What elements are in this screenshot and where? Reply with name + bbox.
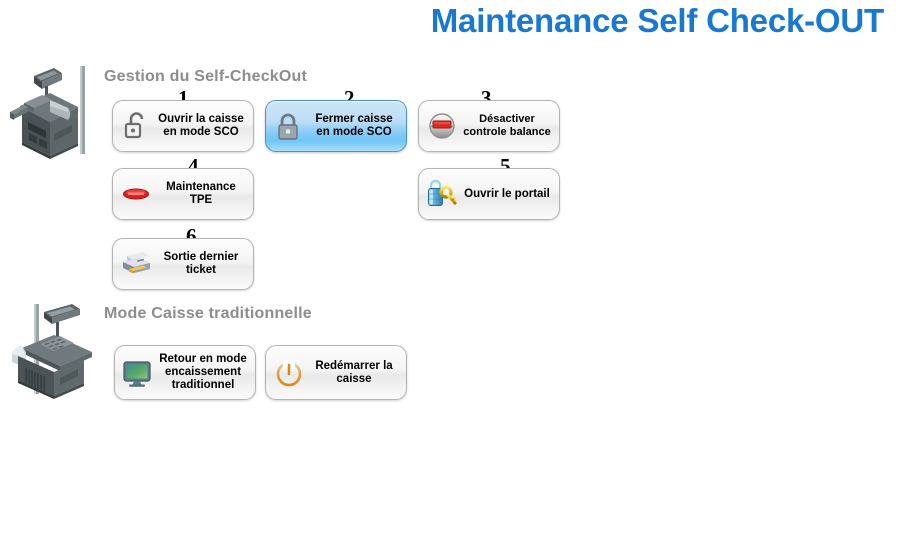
maintenance-tpe-label: Maintenance TPE (166, 181, 236, 206)
maintenance-tpe-button[interactable]: Maintenance TPE (112, 168, 254, 220)
step-number-6: 6 (186, 224, 197, 248)
section-heading-self-checkout: Gestion du Self-CheckOut (104, 68, 308, 85)
return-to-traditional-mode-label: Retour en mode encaissement traditionnel (159, 353, 247, 391)
open-register-sco-button[interactable]: Ouvrir la caisse en mode SCO (112, 100, 254, 152)
step-number-5: 5 (500, 154, 511, 178)
card-reader-icon (118, 176, 154, 212)
self-checkout-kiosk-illustration (6, 62, 98, 165)
restart-register-button[interactable]: Redémarrer la caisse (265, 345, 407, 400)
padlock-open-icon (118, 108, 154, 144)
padlock-closed-icon (271, 108, 307, 144)
open-register-sco-label: Ouvrir la caisse en mode SCO (158, 113, 244, 138)
printer-icon (118, 246, 154, 282)
open-portal-button[interactable]: Ouvrir le portail (418, 168, 560, 220)
traditional-checkout-counter-illustration (6, 300, 98, 405)
close-register-sco-button[interactable]: Fermer caisse en mode SCO (265, 100, 407, 152)
restart-register-label: Redémarrer la caisse (315, 359, 393, 385)
step-number-4: 4 (188, 154, 199, 178)
step-number-3: 3 (481, 86, 492, 110)
power-icon (271, 355, 307, 391)
section-heading-traditional-mode: Mode Caisse traditionnelle (104, 305, 312, 322)
open-portal-label: Ouvrir le portail (464, 187, 550, 200)
disable-weight-control-label: Désactiver controle balance (463, 113, 551, 138)
padlock-key-icon (424, 176, 460, 212)
print-last-ticket-button[interactable]: Sortie dernier ticket (112, 238, 254, 290)
page-title: Maintenance Self Check-OUT (430, 2, 884, 39)
print-last-ticket-label: Sortie dernier ticket (163, 251, 239, 276)
return-to-traditional-mode-button[interactable]: Retour en mode encaissement traditionnel (114, 345, 256, 400)
step-number-2: 2 (344, 86, 355, 110)
close-register-sco-label: Fermer caisse en mode SCO (315, 113, 393, 138)
disable-weight-control-button[interactable]: Désactiver controle balance (418, 100, 560, 152)
monitor-icon (120, 355, 156, 391)
step-number-1: 1 (178, 86, 189, 110)
scale-balance-icon (424, 108, 460, 144)
